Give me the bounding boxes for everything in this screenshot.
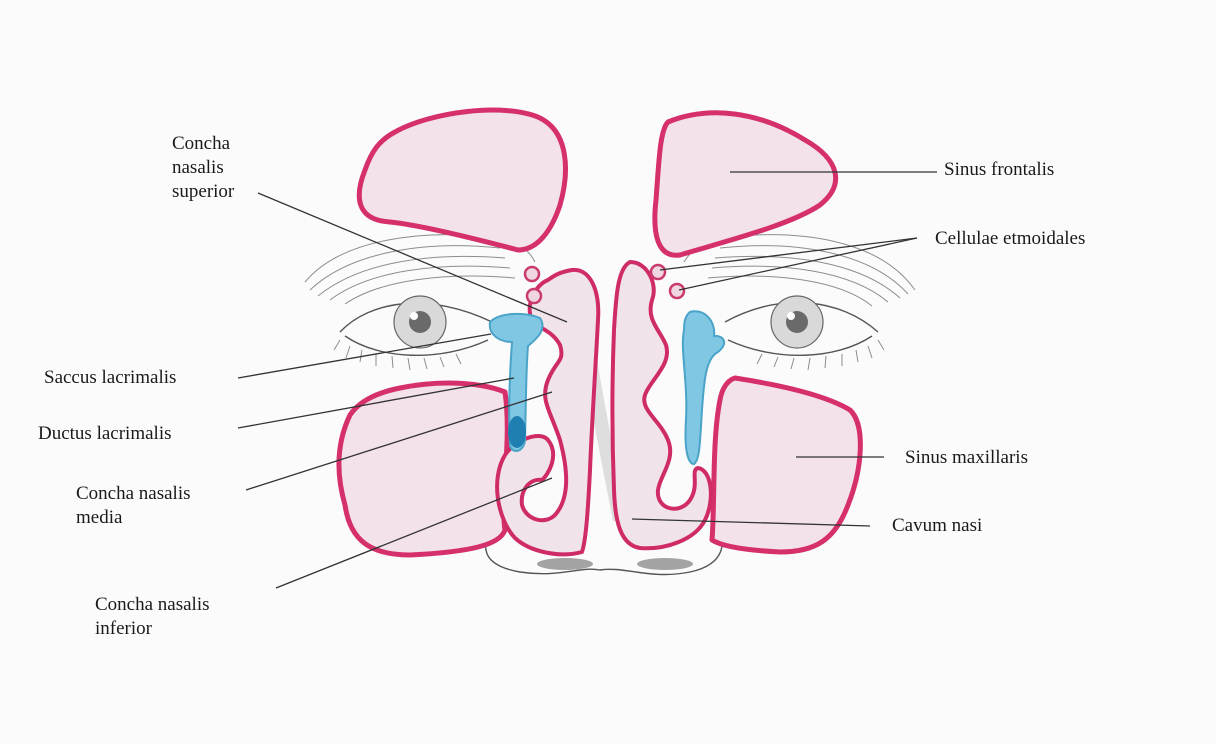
right-frontal-sinus xyxy=(655,113,836,255)
right-maxillary-sinus xyxy=(712,378,860,552)
label-sinus-frontalis: Sinus frontalis xyxy=(944,158,1054,182)
label-sinus-maxillaris: Sinus maxillaris xyxy=(905,446,1028,470)
left-duct-end xyxy=(508,416,526,448)
label-concha-nasalis-media: Concha nasalis media xyxy=(76,482,191,530)
label-ductus-lacrimalis: Ductus lacrimalis xyxy=(38,422,172,446)
left-frontal-sinus xyxy=(359,110,565,250)
label-cellulae-etmoidales: Cellulae etmoidales xyxy=(935,227,1085,251)
right-eye xyxy=(725,296,884,370)
label-cavum-nasi: Cavum nasi xyxy=(892,514,982,538)
label-concha-nasalis-inferior: Concha nasalis inferior xyxy=(95,593,210,641)
label-concha-nasalis-superior: Concha nasalis superior xyxy=(172,132,234,204)
label-saccus-lacrimalis: Saccus lacrimalis xyxy=(44,366,176,390)
left-eye xyxy=(334,296,492,370)
